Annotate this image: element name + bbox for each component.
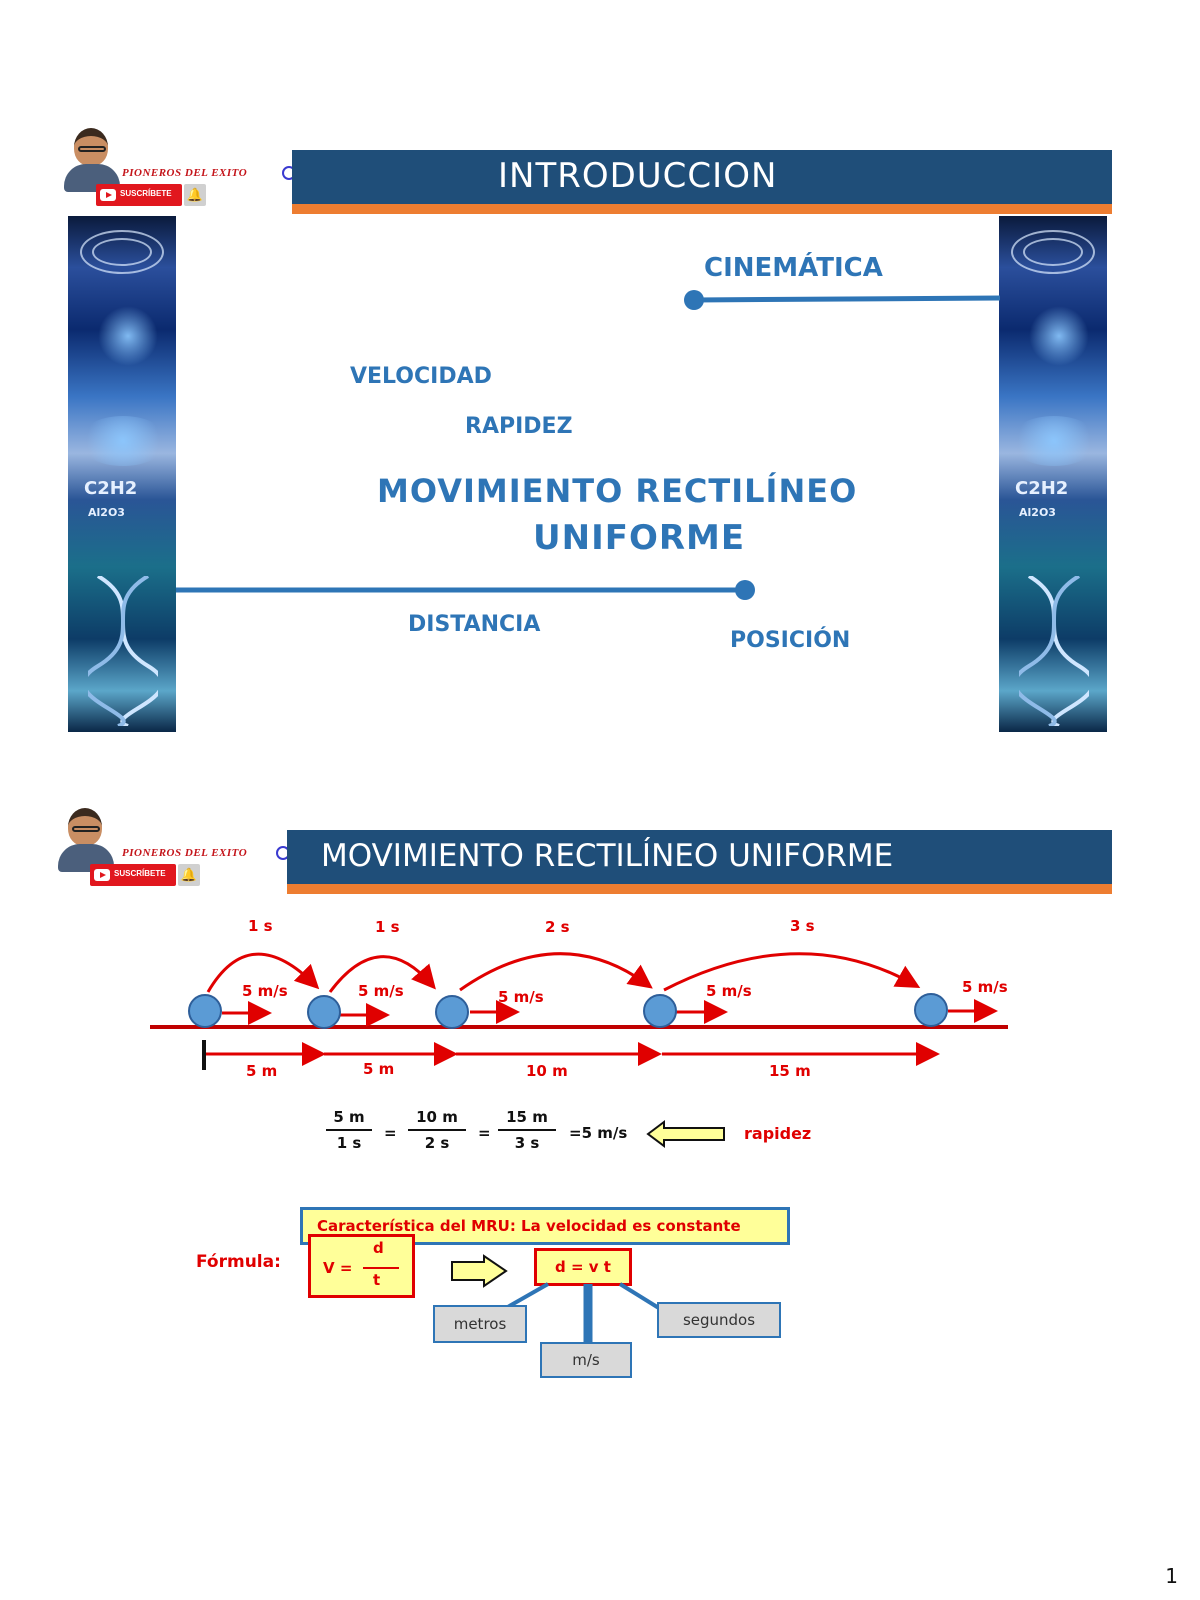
slide1-connector-lines bbox=[176, 290, 1001, 600]
chem-formula: C2H2 bbox=[1015, 478, 1069, 499]
mru-motion-diagram bbox=[150, 952, 1008, 1070]
ratio-fraction: 10 m 2 s bbox=[408, 1108, 466, 1152]
dna-helix-icon bbox=[1019, 576, 1089, 726]
chem-formula: Al2O3 bbox=[1019, 506, 1056, 519]
main-topic-line2: UNIFORME bbox=[533, 518, 746, 558]
velocity-label: 5 m/s bbox=[242, 982, 288, 1000]
unit-metros: metros bbox=[433, 1305, 527, 1343]
keyword-posicion: POSICIÓN bbox=[730, 628, 851, 653]
unit-connectors bbox=[505, 1282, 664, 1342]
time-label: 1 s bbox=[248, 917, 273, 935]
ratio-fraction: 5 m 1 s bbox=[326, 1108, 372, 1152]
ratio-fraction: 15 m 3 s bbox=[498, 1108, 556, 1152]
slide2-title: MOVIMIENTO RECTILÍNEO UNIFORME bbox=[321, 838, 894, 874]
velocity-label: 5 m/s bbox=[706, 982, 752, 1000]
channel-name: PIONEROS DEL EXITO bbox=[122, 167, 248, 179]
distance-label: 15 m bbox=[769, 1062, 811, 1080]
moving-ball bbox=[643, 994, 677, 1028]
right-arrow-icon bbox=[451, 1254, 508, 1288]
velocity-label: 5 m/s bbox=[962, 978, 1008, 996]
velocity-label: 5 m/s bbox=[498, 988, 544, 1006]
time-label: 1 s bbox=[375, 918, 400, 936]
keyword-rapidez: RAPIDEZ bbox=[465, 414, 573, 439]
ratio-result: =5 m/s bbox=[569, 1124, 628, 1142]
science-side-image-left: C2H2 Al2O3 bbox=[68, 216, 176, 732]
time-label: 2 s bbox=[545, 918, 570, 936]
unit-ms: m/s bbox=[540, 1342, 632, 1378]
moving-ball bbox=[188, 994, 222, 1028]
moving-ball bbox=[914, 993, 948, 1027]
page-number: 1 bbox=[1165, 1564, 1178, 1588]
mru-characteristic-box: Característica del MRU: La velocidad es … bbox=[300, 1207, 790, 1245]
equals-sign: = bbox=[384, 1124, 397, 1142]
youtube-play-icon bbox=[100, 189, 116, 201]
distance-formula-box: d = v t bbox=[534, 1248, 632, 1286]
velocity-formula-box: V = d t bbox=[308, 1234, 415, 1298]
youtube-play-icon bbox=[94, 869, 110, 881]
subscribe-label: SUSCRÍBETE bbox=[114, 869, 166, 878]
avatar-glasses-icon bbox=[78, 146, 106, 152]
science-side-image-right: C2H2 Al2O3 bbox=[999, 216, 1107, 732]
time-label: 3 s bbox=[790, 917, 815, 935]
bell-icon[interactable]: 🔔 bbox=[178, 864, 200, 886]
formula-label: Fórmula: bbox=[196, 1252, 281, 1272]
main-topic-line1: MOVIMIENTO RECTILÍNEO bbox=[377, 472, 858, 510]
equals-sign: = bbox=[478, 1124, 491, 1142]
slide2-header: MOVIMIENTO RECTILÍNEO UNIFORME bbox=[287, 830, 1112, 884]
distance-label: 5 m bbox=[363, 1060, 395, 1078]
chem-formula: Al2O3 bbox=[88, 506, 125, 519]
distance-label: 5 m bbox=[246, 1062, 278, 1080]
distance-label: 10 m bbox=[526, 1062, 568, 1080]
channel-badge: PIONEROS DEL EXITO SUSCRÍBETE 🔔 bbox=[62, 128, 296, 220]
dna-helix-icon bbox=[88, 576, 158, 726]
formula-numerator: d bbox=[373, 1239, 384, 1257]
formula-denominator: t bbox=[373, 1271, 381, 1289]
left-arrow-icon bbox=[646, 1120, 725, 1148]
subscribe-button[interactable]: SUSCRÍBETE bbox=[96, 184, 182, 206]
moving-ball bbox=[435, 995, 469, 1029]
slide1-title: INTRODUCCION bbox=[498, 156, 778, 196]
velocity-label: 5 m/s bbox=[358, 982, 404, 1000]
slide1-header: INTRODUCCION bbox=[292, 150, 1112, 204]
keyword-velocidad: VELOCIDAD bbox=[350, 364, 492, 389]
avatar-glasses-icon bbox=[72, 826, 100, 832]
bell-icon[interactable]: 🔔 bbox=[184, 184, 206, 206]
formula-fraction-bar bbox=[363, 1267, 399, 1269]
subscribe-button[interactable]: SUSCRÍBETE bbox=[90, 864, 176, 886]
rapidez-label: rapidez bbox=[744, 1124, 812, 1143]
moving-ball bbox=[307, 995, 341, 1029]
subscribe-label: SUSCRÍBETE bbox=[120, 189, 172, 198]
unit-segundos: segundos bbox=[657, 1302, 781, 1338]
formula-v: V = bbox=[323, 1259, 353, 1277]
slide2-header-stripe bbox=[287, 884, 1112, 894]
keyword-cinematica: CINEMÁTICA bbox=[704, 253, 883, 283]
channel-badge: PIONEROS DEL EXITO SUSCRÍBETE 🔔 bbox=[56, 808, 290, 900]
slide1-header-stripe bbox=[292, 204, 1112, 214]
chem-formula: C2H2 bbox=[84, 478, 138, 499]
keyword-distancia: DISTANCIA bbox=[408, 612, 541, 637]
channel-name: PIONEROS DEL EXITO bbox=[122, 847, 248, 859]
